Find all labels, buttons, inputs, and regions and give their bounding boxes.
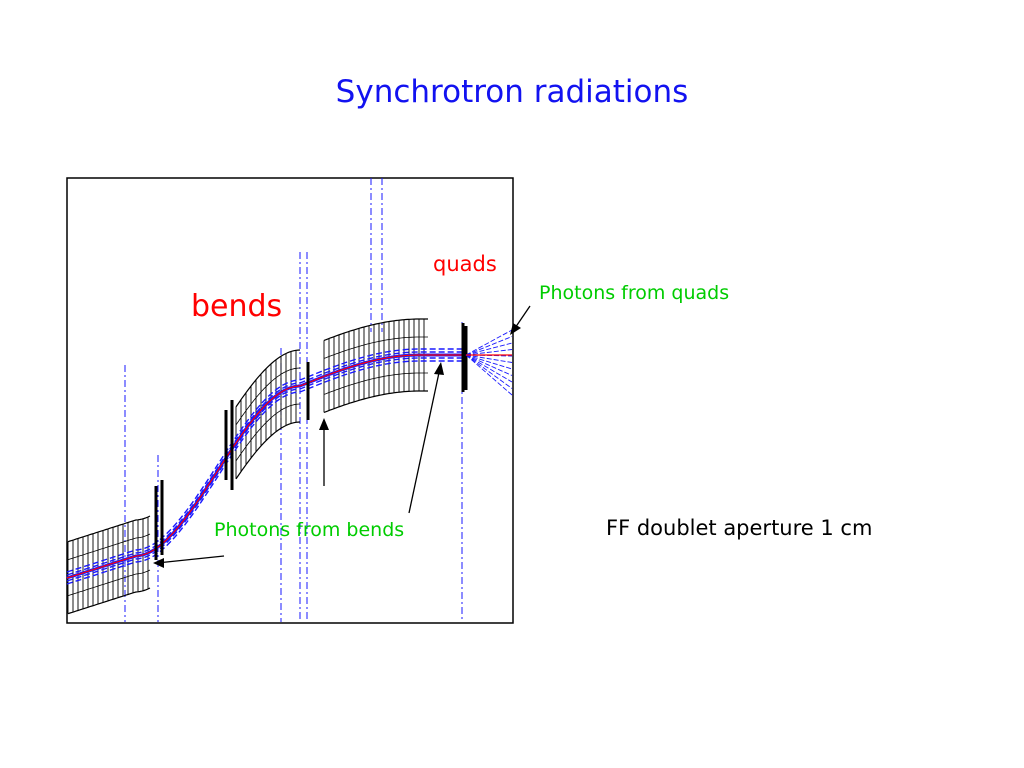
bend-outline — [323, 372, 428, 395]
beam-trace — [66, 348, 466, 573]
photon-ray — [465, 354, 513, 370]
photon-ray — [465, 354, 513, 383]
photon-ray — [465, 354, 513, 389]
photon-ray — [465, 354, 513, 396]
photon-ray — [465, 329, 513, 356]
bend-outline — [323, 390, 428, 413]
photon-fan-from-quads — [465, 329, 513, 396]
arrowhead-icon — [510, 323, 521, 335]
beam-trace — [66, 353, 466, 580]
bend-outline — [67, 569, 151, 597]
bend-outline — [235, 403, 301, 462]
quadrupoles — [154, 323, 468, 560]
bend-outline — [235, 367, 301, 426]
bends-label: bends — [191, 289, 283, 324]
arrow-to-quad-photons — [408, 367, 441, 514]
reference-orbit — [66, 354, 466, 579]
slide-title: Synchrotron radiations — [335, 74, 689, 110]
photon-ray — [465, 336, 513, 356]
bend-outline — [67, 587, 151, 615]
bend-1 — [67, 515, 151, 615]
bend-outline — [323, 318, 428, 341]
aperture-note: FF doublet aperture 1 cm — [606, 516, 873, 540]
arrowhead-icon — [153, 558, 164, 568]
photon-ray — [465, 354, 513, 363]
arrowhead-icon — [319, 418, 329, 430]
photon-ray — [465, 342, 513, 356]
bend-2 — [235, 349, 301, 480]
photon-lines — [124, 178, 463, 622]
photons-from-bends-label: Photons from bends — [214, 519, 405, 541]
beam-trace — [66, 357, 466, 582]
bend-outline — [67, 515, 151, 543]
photons-from-quads-label: Photons from quads — [539, 282, 730, 304]
arrowhead-icon — [434, 362, 444, 375]
photon-ray — [465, 349, 513, 356]
bend-magnets — [67, 318, 428, 615]
bend-outline — [235, 349, 301, 408]
bend-outline — [67, 533, 151, 561]
bend-outline — [323, 336, 428, 359]
beam-trace — [66, 351, 466, 576]
photon-ray — [465, 354, 513, 376]
beam-trace — [66, 360, 466, 585]
quads-label: quads — [433, 252, 497, 276]
arrow-to-first-bend — [156, 555, 225, 564]
beam-envelope — [66, 348, 466, 585]
plot-frame — [66, 177, 514, 624]
annotation-arrows — [153, 305, 531, 568]
bend-outline — [235, 421, 301, 480]
